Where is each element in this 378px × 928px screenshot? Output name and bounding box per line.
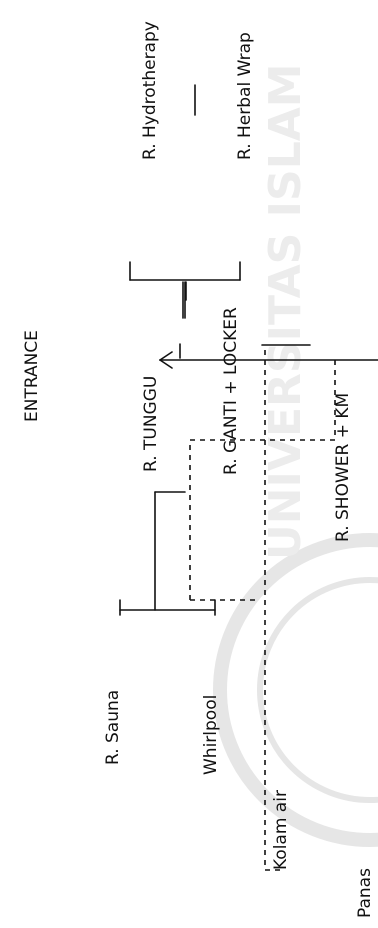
label-kolam-air: Kolam air [271, 790, 291, 870]
label-shower-km: R. SHOWER + KM [333, 393, 353, 542]
label-panas: Panas [355, 868, 375, 918]
watermark-text: UNIVERSITAS ISLAM [260, 63, 311, 560]
label-tunggu: R. TUNGGU [141, 376, 161, 472]
label-ganti-locker: R. GANTI + LOCKER [221, 307, 241, 475]
label-herbal-wrap: R. Herbal Wrap [235, 32, 255, 160]
dashed-path-shower-loop [189, 360, 336, 600]
entrance-arrow-head-b [159, 359, 173, 369]
label-entrance: ENTRANCE [22, 330, 42, 422]
label-sauna: R. Sauna [103, 690, 123, 765]
entrance-arrow-head-a [159, 351, 173, 361]
watermark-logo: UNIVERSITAS ISLAM [213, 63, 378, 847]
label-whirlpool: Whirlpool [201, 695, 221, 775]
label-hydrotherapy: R. Hydrotherapy [140, 21, 160, 160]
